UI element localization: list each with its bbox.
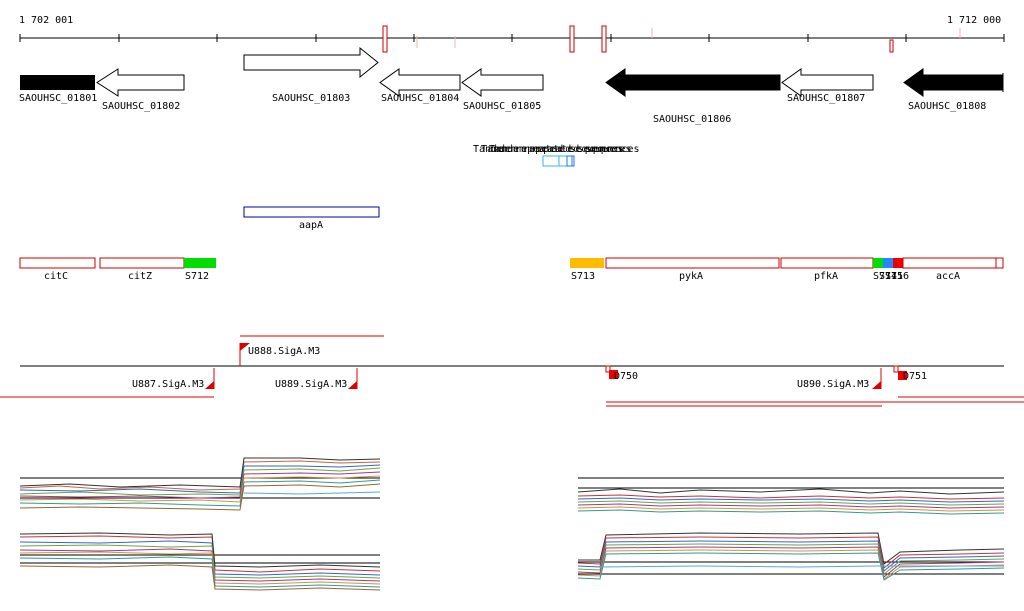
terminator-d750[interactable]: D750 [605, 365, 638, 382]
gene-label: SAOUHSC_01803 [272, 93, 350, 104]
promoter-label: U889.SigA.M3 [275, 379, 347, 390]
promoter-label: U890.SigA.M3 [797, 379, 869, 390]
profile-lines [577, 488, 1005, 515]
gene-track: SAOUHSC_01801 SAOUHSC_01802 SAOUHSC_0180… [19, 46, 1004, 125]
ruler-end-label: 1 712 000 [947, 15, 1001, 26]
transcript-lines [0, 335, 1024, 407]
gene-saouhsc-01805[interactable]: SAOUHSC_01805 [461, 68, 544, 112]
gene-label: SAOUHSC_01802 [102, 101, 180, 112]
gene-saouhsc-01808[interactable]: SAOUHSC_01808 [903, 68, 1004, 112]
gene-saouhsc-01803[interactable]: SAOUHSC_01803 [243, 46, 379, 104]
annotation-citc[interactable]: citC [19, 257, 96, 282]
terminator-d751[interactable]: D751 [893, 365, 927, 382]
annotation-s713[interactable]: S713 [570, 258, 604, 282]
annotation-label: S713 [571, 271, 595, 282]
annotation-label: S716 [885, 271, 909, 282]
annotation-pyka[interactable]: pykA [605, 257, 780, 282]
promoter-track: U888.SigA.M3 U887.SigA.M3 U889.SigA.M3 D… [0, 335, 1024, 407]
repeat-boxes[interactable] [542, 155, 575, 167]
annotation-s715[interactable]: S715 [879, 258, 903, 282]
annotation-citz[interactable]: citZ [99, 257, 185, 282]
annotation-label: pfkA [814, 271, 838, 282]
ruler-faint-marks [416, 28, 961, 48]
expression-panel-left-bottom[interactable] [19, 532, 381, 591]
expression-panel-right-top[interactable] [577, 477, 1005, 515]
annotation-s714[interactable]: S714 [873, 258, 897, 282]
gene-label: SAOUHSC_01808 [908, 101, 986, 112]
annotation-pfka[interactable]: pfkA [780, 257, 874, 282]
promoter-u887[interactable]: U887.SigA.M3 [132, 368, 215, 390]
coordinate-ruler: 1 702 001 1 712 000 [19, 15, 1005, 53]
aapa-label: aapA [299, 220, 323, 231]
annotation-s712[interactable]: S712 [184, 258, 216, 282]
profile-lines [577, 532, 1005, 581]
profile-lines [19, 457, 381, 511]
aapa-feature[interactable]: aapA [243, 206, 380, 231]
gene-saouhsc-01801[interactable]: SAOUHSC_01801 [19, 75, 97, 104]
terminator-label: D751 [903, 371, 927, 382]
annotation-label: pykA [679, 271, 703, 282]
repeat-track: Tandem repeated sequences Tandem repeate… [473, 144, 640, 167]
gene-label: SAOUHSC_01806 [653, 114, 731, 125]
repeat-label: Tandem repeated sequences [473, 144, 624, 155]
profile-lines [19, 532, 381, 591]
expression-panel-right-bottom[interactable] [577, 532, 1005, 581]
promoter-u889[interactable]: U889.SigA.M3 [275, 368, 358, 390]
repeat-label-overlap-1: Tandem repeated sequences [481, 144, 632, 155]
annotation-label: S714 [873, 271, 897, 282]
annotation-label: citC [44, 271, 68, 282]
repeat-label-overlap-2: Tandem repeated sequences [489, 144, 640, 155]
ruler-start-label: 1 702 001 [19, 15, 73, 26]
expression-panels [19, 457, 1005, 591]
annotation-label: S712 [185, 271, 209, 282]
gene-label: SAOUHSC_01804 [381, 93, 459, 104]
expression-panel-left-top[interactable] [19, 457, 381, 511]
promoter-label: U887.SigA.M3 [132, 379, 204, 390]
terminator-label: D750 [614, 371, 638, 382]
gene-saouhsc-01802[interactable]: SAOUHSC_01802 [96, 68, 185, 112]
promoter-u890[interactable]: U890.SigA.M3 [797, 368, 882, 390]
promoter-label: U888.SigA.M3 [248, 346, 320, 357]
gene-label: SAOUHSC_01805 [463, 101, 541, 112]
gene-label: SAOUHSC_01801 [19, 93, 97, 104]
ruler-feature-marks [382, 25, 894, 53]
gene-saouhsc-01804[interactable]: SAOUHSC_01804 [379, 68, 461, 104]
gene-saouhsc-01807[interactable]: SAOUHSC_01807 [781, 68, 874, 104]
gene-label: SAOUHSC_01807 [787, 93, 865, 104]
annotation-s716[interactable]: S716 [885, 258, 909, 282]
gene-saouhsc-01806[interactable]: SAOUHSC_01806 [605, 68, 781, 125]
annotation-acca[interactable]: accA [902, 257, 1004, 282]
promoter-u888[interactable]: U888.SigA.M3 [239, 343, 320, 366]
annotation-track: citC citZ S712 S713 pykA pfkA S714 S715 [19, 257, 1004, 282]
annotation-label: citZ [128, 271, 152, 282]
ruler-ticks [19, 34, 1005, 42]
annotation-label: S715 [879, 271, 903, 282]
annotation-label: accA [936, 271, 960, 282]
